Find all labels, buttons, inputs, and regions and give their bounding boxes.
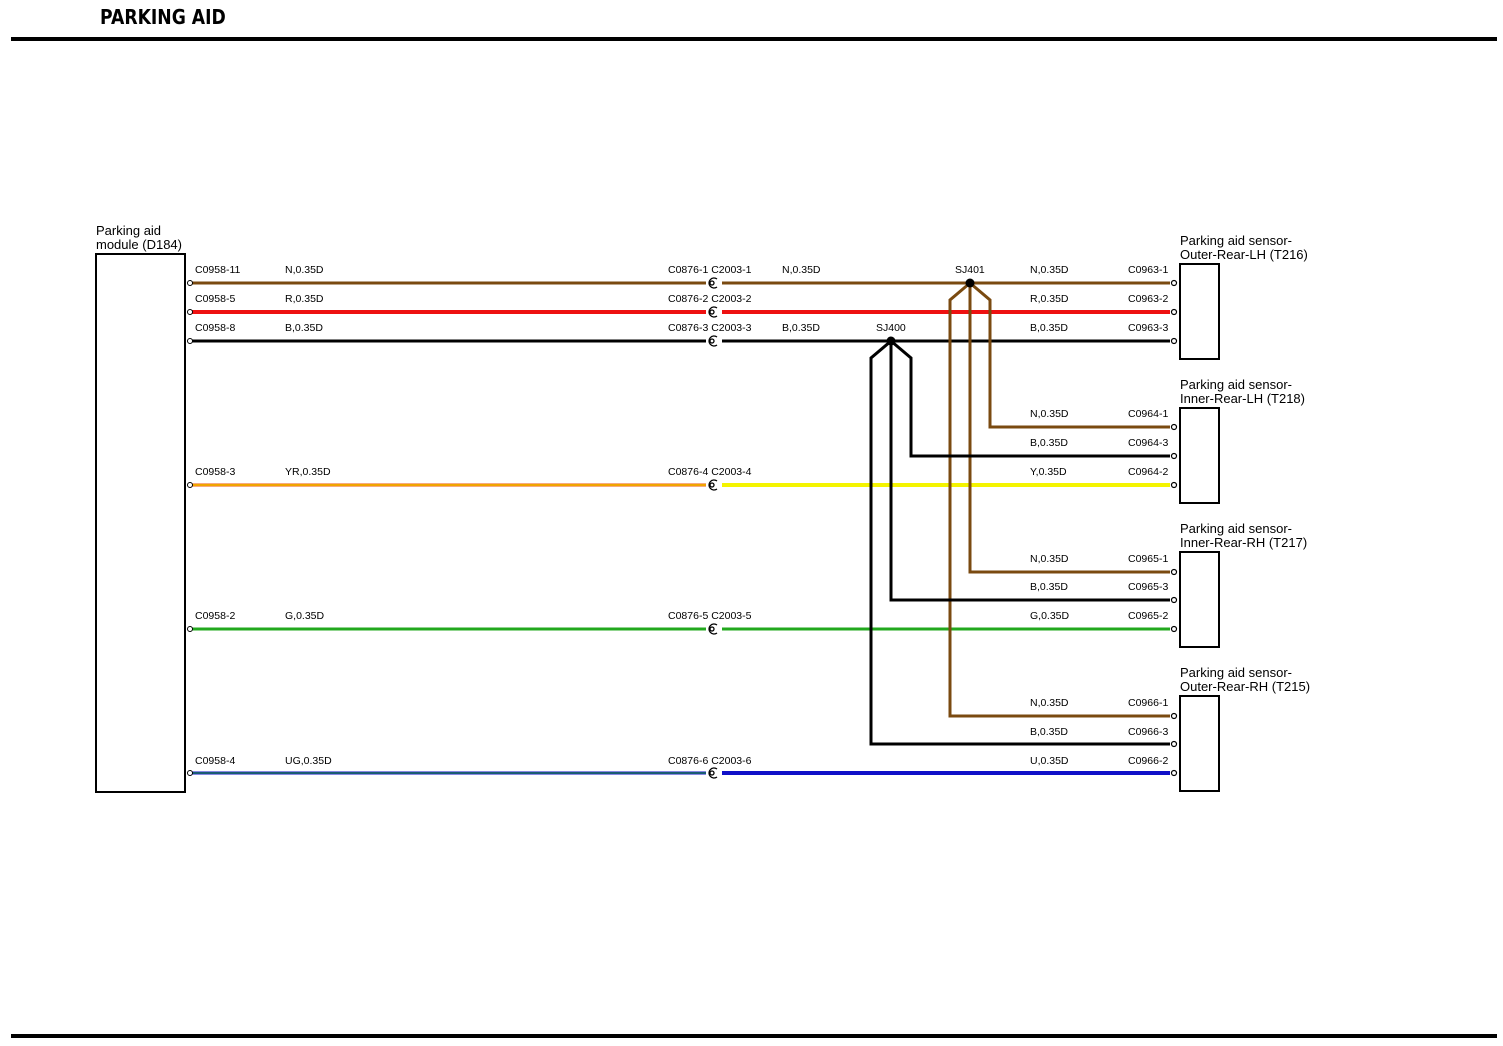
inline-connector-5 bbox=[708, 623, 718, 635]
module-label-1: Parking aid bbox=[96, 223, 161, 238]
right-pin-label: C0965-3 bbox=[1128, 581, 1168, 593]
inline-connector-1 bbox=[708, 277, 718, 289]
sensor-ilh-label-1: Parking aid sensor- bbox=[1180, 377, 1292, 392]
right-spec-label: B,0.35D bbox=[1030, 726, 1068, 738]
left-pin-label: C0958-5 bbox=[195, 293, 235, 305]
right-pin-label: C0963-1 bbox=[1128, 264, 1168, 276]
left-pin-label: C0958-3 bbox=[195, 466, 235, 478]
right-pin-label: C0964-1 bbox=[1128, 408, 1168, 420]
pin-c0958-5 bbox=[187, 309, 193, 315]
sensor-irh-label-2: Inner-Rear-RH (T217) bbox=[1180, 535, 1307, 550]
pin-c0958-4 bbox=[187, 770, 193, 776]
right-pin-label: C0964-2 bbox=[1128, 466, 1168, 478]
right-spec-label: B,0.35D bbox=[1030, 437, 1068, 449]
pin-c0963-3 bbox=[1170, 337, 1178, 345]
pin-c0965-1 bbox=[1170, 568, 1178, 576]
pin-c0965-2 bbox=[1170, 625, 1178, 633]
pin-c0958-2 bbox=[187, 626, 193, 632]
inline-connector-6 bbox=[708, 767, 718, 779]
pin-c0966-3 bbox=[1170, 740, 1178, 748]
right-spec-label: R,0.35D bbox=[1030, 293, 1069, 305]
splice-sj401-dot bbox=[965, 278, 975, 288]
branch-n-outer-rh bbox=[948, 281, 1170, 718]
page-title: PARKING AID bbox=[100, 5, 226, 29]
inline-connector-label: C0876-3 C2003-3 bbox=[668, 322, 752, 334]
pin-c0964-3 bbox=[1170, 452, 1178, 460]
branch-b-inner-lh bbox=[890, 339, 1170, 458]
sensor-t215-box bbox=[1179, 695, 1220, 792]
left-spec-label: R,0.35D bbox=[285, 293, 324, 305]
right-spec-label: U,0.35D bbox=[1030, 755, 1069, 767]
sensor-olh-label-2: Outer-Rear-LH (T216) bbox=[1180, 247, 1308, 262]
inline-connector-2 bbox=[708, 306, 718, 318]
pin-c0963-1 bbox=[1170, 279, 1178, 287]
footer-rule bbox=[11, 1034, 1497, 1038]
sensor-irh-label-1: Parking aid sensor- bbox=[1180, 521, 1292, 536]
left-spec-label: YR,0.35D bbox=[285, 466, 331, 478]
left-pin-label: C0958-11 bbox=[195, 264, 240, 276]
right-pin-label: C0964-3 bbox=[1128, 437, 1168, 449]
right-spec-label: G,0.35D bbox=[1030, 610, 1070, 622]
inline-connector-label: C0876-1 C2003-1 bbox=[668, 264, 752, 276]
mid-spec-label: N,0.35D bbox=[782, 264, 821, 276]
right-pin-label: C0966-1 bbox=[1128, 697, 1168, 709]
pin-c0964-1 bbox=[1170, 423, 1178, 431]
pin-c0958-11 bbox=[187, 280, 193, 286]
sensor-t217-box bbox=[1179, 551, 1220, 648]
right-spec-label: N,0.35D bbox=[1030, 408, 1069, 420]
sensor-t216-box bbox=[1179, 263, 1220, 360]
splice-sj400-dot bbox=[886, 336, 896, 346]
right-spec-label: N,0.35D bbox=[1030, 553, 1069, 565]
inline-connector-label: C0876-4 C2003-4 bbox=[668, 466, 752, 478]
inline-connector-4 bbox=[708, 479, 718, 491]
splice-sj401-label: SJ401 bbox=[955, 264, 985, 276]
right-spec-label: N,0.35D bbox=[1030, 697, 1069, 709]
branch-b-outer-rh bbox=[869, 339, 1170, 746]
branch-b-inner-rh bbox=[889, 341, 1170, 602]
right-spec-label: B,0.35D bbox=[1030, 581, 1068, 593]
mid-spec-label: B,0.35D bbox=[782, 322, 820, 334]
module-d184-box bbox=[95, 253, 186, 793]
pin-c0964-2 bbox=[1170, 481, 1178, 489]
header-rule bbox=[11, 37, 1497, 41]
pin-c0966-1 bbox=[1170, 712, 1178, 720]
inline-connector-label: C0876-6 C2003-6 bbox=[668, 755, 752, 767]
right-pin-label: C0963-3 bbox=[1128, 322, 1168, 334]
sensor-orh-label-1: Parking aid sensor- bbox=[1180, 665, 1292, 680]
right-pin-label: C0966-2 bbox=[1128, 755, 1168, 767]
right-pin-label: C0965-2 bbox=[1128, 610, 1168, 622]
pin-c0958-3 bbox=[187, 482, 193, 488]
pin-c0958-8 bbox=[187, 338, 193, 344]
branch-n-inner-rh bbox=[968, 283, 1170, 574]
right-spec-label: Y,0.35D bbox=[1030, 466, 1067, 478]
left-spec-label: B,0.35D bbox=[285, 322, 323, 334]
branch-n-inner-lh bbox=[969, 281, 1170, 429]
sensor-t218-box bbox=[1179, 407, 1220, 504]
module-label-2: module (D184) bbox=[96, 237, 182, 252]
left-spec-label: G,0.35D bbox=[285, 610, 325, 622]
sensor-olh-label-1: Parking aid sensor- bbox=[1180, 233, 1292, 248]
right-pin-label: C0966-3 bbox=[1128, 726, 1168, 738]
inline-connector-3 bbox=[708, 335, 718, 347]
pin-c0965-3 bbox=[1170, 596, 1178, 604]
inline-connector-label: C0876-5 C2003-5 bbox=[668, 610, 752, 622]
left-pin-label: C0958-4 bbox=[195, 755, 235, 767]
right-pin-label: C0965-1 bbox=[1128, 553, 1168, 565]
splice-sj400-label: SJ400 bbox=[876, 322, 906, 334]
pin-c0966-2 bbox=[1170, 769, 1178, 777]
sensor-orh-label-2: Outer-Rear-RH (T215) bbox=[1180, 679, 1310, 694]
right-pin-label: C0963-2 bbox=[1128, 293, 1168, 305]
pin-c0963-2 bbox=[1170, 308, 1178, 316]
left-spec-label: N,0.35D bbox=[285, 264, 324, 276]
inline-connector-label: C0876-2 C2003-2 bbox=[668, 293, 752, 305]
left-pin-label: C0958-8 bbox=[195, 322, 235, 334]
sensor-ilh-label-2: Inner-Rear-LH (T218) bbox=[1180, 391, 1305, 406]
left-pin-label: C0958-2 bbox=[195, 610, 235, 622]
left-spec-label: UG,0.35D bbox=[285, 755, 332, 767]
right-spec-label: N,0.35D bbox=[1030, 264, 1069, 276]
right-spec-label: B,0.35D bbox=[1030, 322, 1068, 334]
